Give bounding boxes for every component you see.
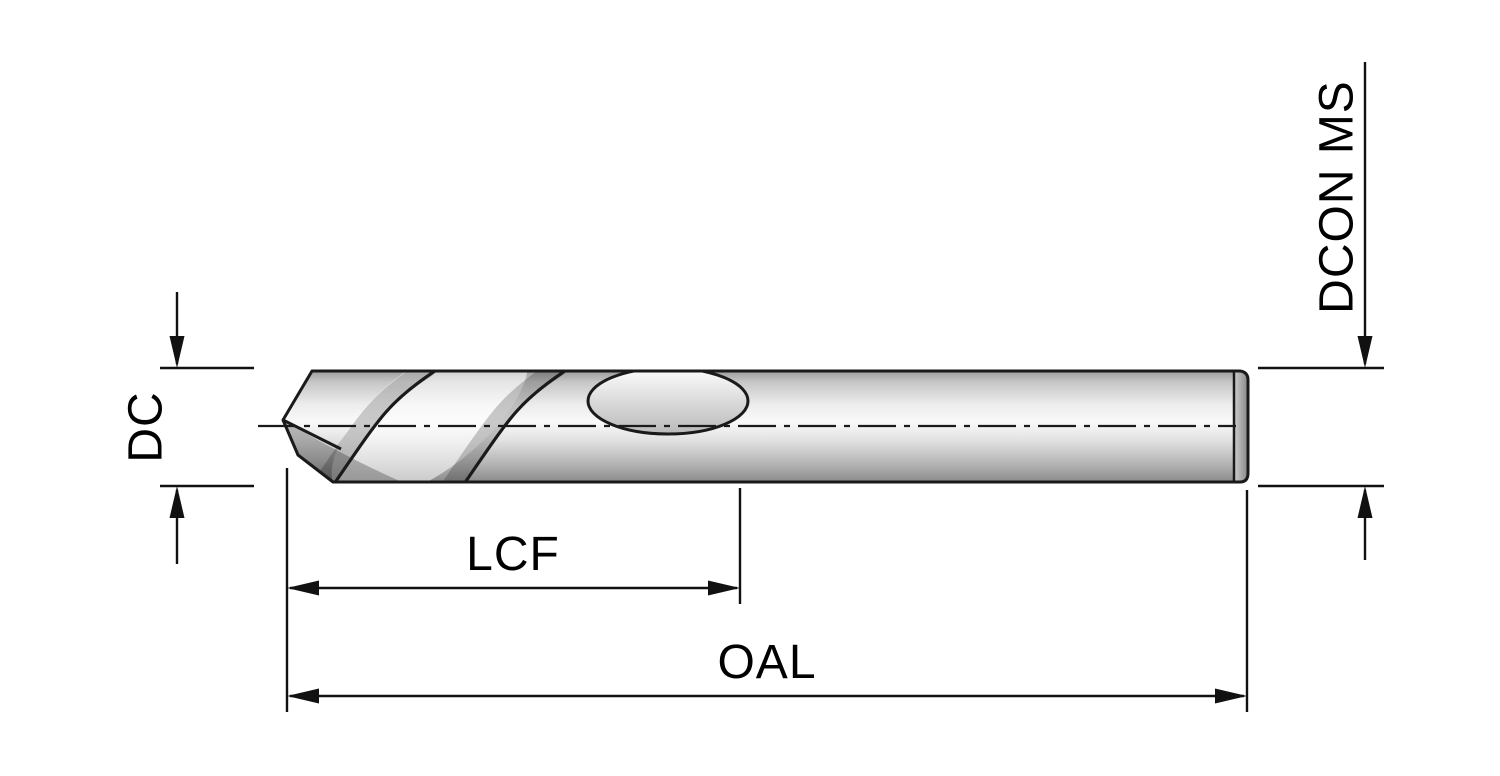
label-lcf: LCF [466, 528, 560, 581]
dcon-arrow-up [1357, 486, 1373, 518]
drill-outline [281, 369, 1250, 484]
lcf-arrow-left [287, 580, 319, 596]
label-dcon: DCON MS [1311, 80, 1364, 314]
dcon-arrow-down [1357, 336, 1373, 368]
oal-arrow-right [1215, 688, 1247, 704]
dc-arrow-up [169, 486, 185, 518]
dc-arrow-down [169, 336, 185, 368]
flute-edge-1 [332, 371, 439, 482]
shank-end-band [1234, 371, 1248, 482]
dimension-lcf [285, 468, 742, 604]
dimension-dc [160, 292, 254, 564]
label-dc: DC [120, 391, 173, 462]
flute-shadow-2 [443, 371, 565, 482]
label-oal: OAL [717, 636, 816, 689]
lcf-arrow-right [708, 580, 740, 596]
chisel-edge [283, 418, 342, 451]
flute-runout [586, 371, 750, 436]
dimension-oal [285, 490, 1249, 712]
flute-shadow-1 [313, 371, 435, 482]
drill-body [281, 369, 1250, 484]
oal-arrow-left [287, 688, 319, 704]
flute-edge-2 [462, 371, 569, 482]
flute-highlight [331, 371, 529, 482]
dimension-dcon [1258, 62, 1384, 560]
